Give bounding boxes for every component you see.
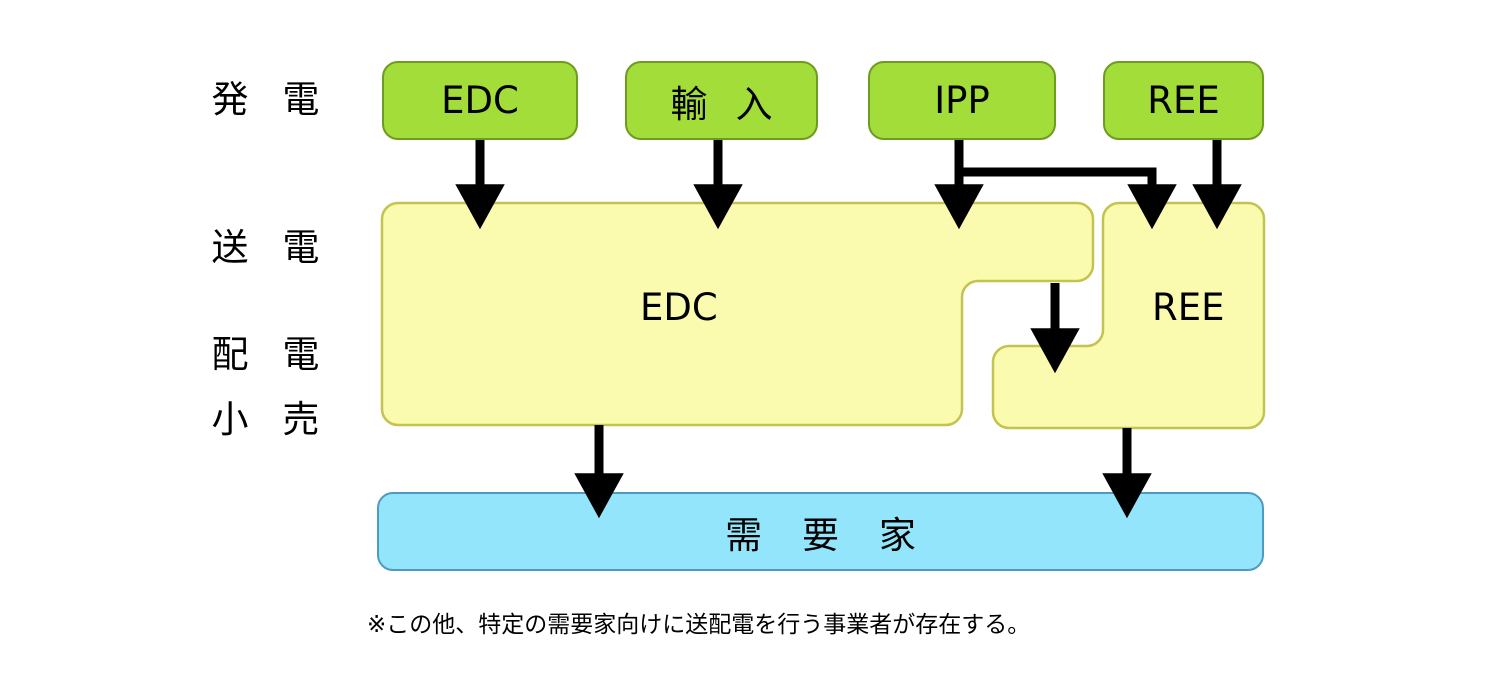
edc-network-label: EDC: [640, 286, 718, 329]
edc-network-shape: [380, 201, 1095, 427]
row-label-generation: 発 電: [211, 78, 331, 121]
generation-box-ipp[interactable]: IPP: [868, 61, 1056, 140]
generation-box-edc-label: EDC: [441, 79, 519, 122]
ree-network-label: REE: [1152, 286, 1225, 329]
generation-box-ipp-label: IPP: [934, 79, 990, 122]
row-label-transmission: 送 電: [211, 226, 331, 269]
footnote: ※この他、特定の需要家向けに送配電を行う事業者が存在する。: [367, 612, 1031, 638]
consumer-box-label: 需 要 家: [725, 513, 930, 557]
generation-box-import-label: 輸 入: [670, 82, 781, 126]
row-label-retail: 小 売: [211, 398, 331, 441]
arrow-ipp-to-ree-network: [959, 167, 1177, 230]
row-label-distribution: 配 電: [211, 333, 331, 376]
generation-box-import[interactable]: 輸 入: [625, 61, 818, 140]
consumer-box[interactable]: 需 要 家: [377, 492, 1264, 571]
generation-box-ree[interactable]: REE: [1103, 61, 1264, 140]
generation-box-edc[interactable]: EDC: [382, 61, 578, 140]
generation-box-ree-label: REE: [1147, 79, 1220, 122]
